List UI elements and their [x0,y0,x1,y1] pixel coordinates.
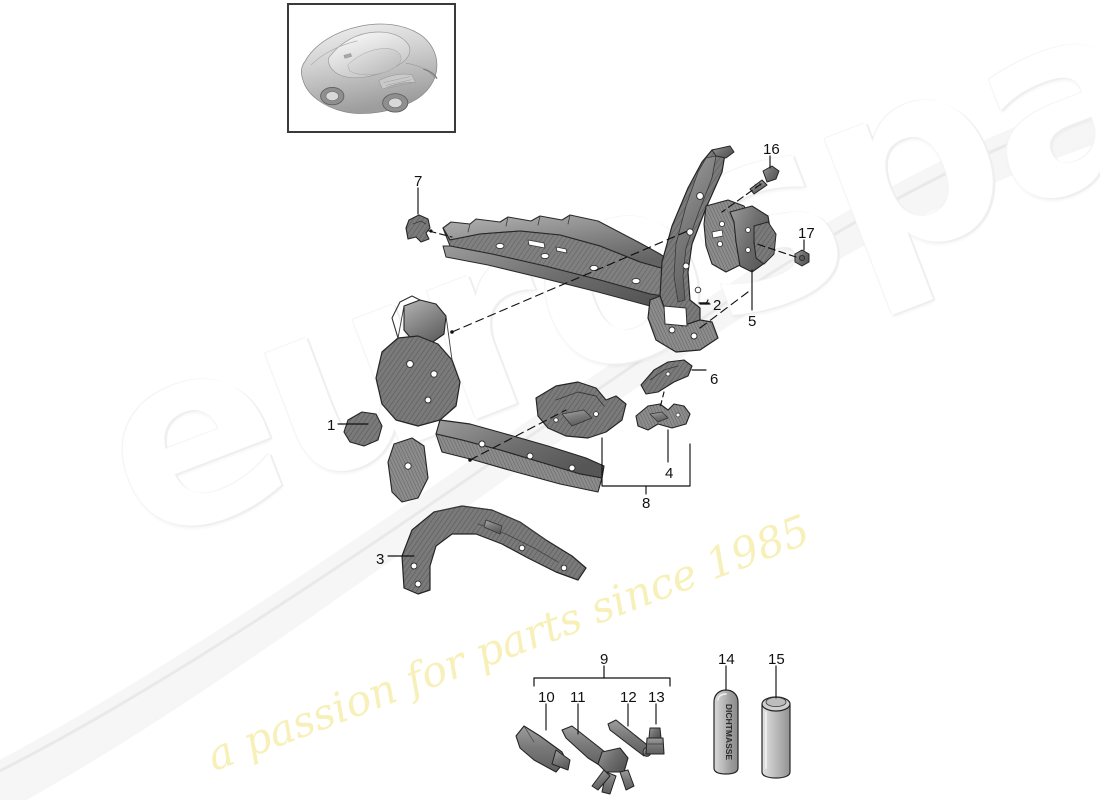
part-16-bolt [749,165,780,195]
label-7: 7 [414,173,423,190]
part-4-fitting [635,403,691,431]
part-11-caulking-gun [561,725,635,795]
part-6-bracket [640,359,693,395]
label-3: 3 [376,551,385,568]
part-10-nozzle [515,725,571,773]
label-13: 13 [648,689,665,706]
label-8: 8 [642,495,651,512]
part-1-inner-wheelhouse [343,295,605,503]
label-16: 16 [763,141,780,158]
label-2: 2 [713,297,722,314]
part-17-nut [794,249,810,267]
label-10: 10 [538,689,555,706]
part-1-sill-panel [442,214,683,311]
leader-lines [337,155,805,557]
part-14-sealant-cartridge: DICHTMASSE [713,689,739,775]
part-5-reinforcement-plate [703,199,777,273]
part-3-wheel-arch [401,505,587,595]
part-2-pillar [647,145,735,353]
bracket-group-9 [533,665,671,687]
label-4: 4 [665,465,674,482]
bracket-group-8 [601,443,691,495]
cartridge-print-text: DICHTMASSE [724,704,734,761]
label-17: 17 [798,225,815,242]
tool-leader-lines [545,665,777,735]
label-15: 15 [768,651,785,668]
label-14: 14 [718,651,735,668]
label-11: 11 [570,689,586,706]
label-1: 1 [327,417,336,434]
part-13-nozzle-cap [645,727,665,755]
thumbnail-car-illustration [301,23,438,114]
label-5: 5 [748,313,757,330]
label-12: 12 [620,689,637,706]
part-7-bracket [405,214,431,243]
part-8-member [535,381,627,439]
label-6: 6 [710,371,719,388]
vehicle-thumbnail [287,3,456,133]
label-9: 9 [600,651,609,668]
part-15-container [761,696,791,779]
